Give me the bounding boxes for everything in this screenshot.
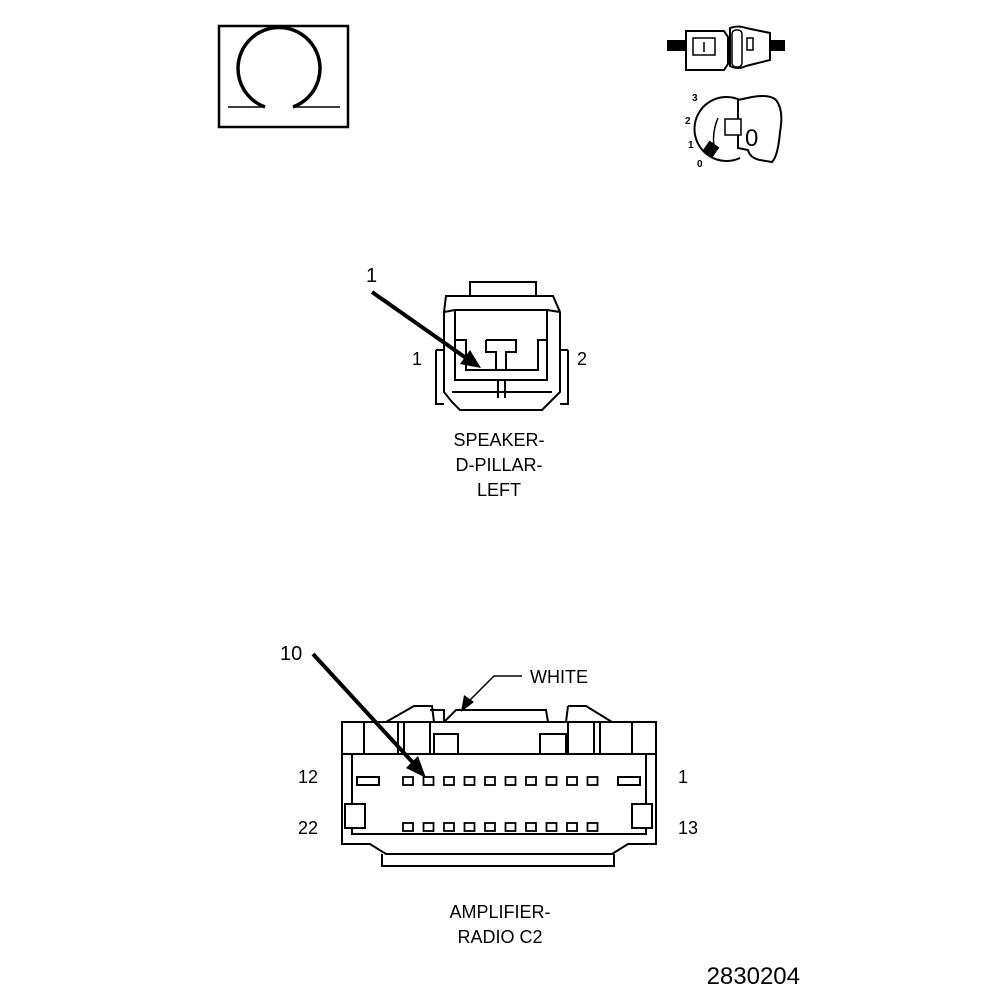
speaker-pin-1-label: 1 [412, 349, 422, 369]
white-label-leader [461, 675, 522, 712]
figure-number: 2830204 [707, 963, 800, 990]
pin-cavity [525, 822, 537, 832]
key-position-3: 3 [692, 93, 698, 104]
pin-cavity [545, 822, 558, 832]
pin-cavity [484, 822, 496, 832]
ignition-key-icon [693, 95, 783, 164]
pin-cavity [402, 776, 414, 786]
pin-cavity [443, 776, 455, 786]
callout-arrow-1 [370, 290, 481, 368]
pin-cavity [566, 822, 578, 832]
speaker-connector [435, 281, 569, 411]
amp-cavity-row-bottom [402, 822, 599, 832]
pin-cavity [422, 776, 435, 786]
amp-pin-13-label: 13 [678, 818, 698, 838]
speaker-title-line-3: LEFT [477, 480, 521, 500]
callout-number-1: 1 [366, 265, 377, 287]
speaker-title-line-1: SPEAKER- [453, 430, 544, 450]
pin-cavity [586, 822, 599, 832]
pin-cavity [443, 822, 455, 832]
connector-disconnect-icon [667, 25, 785, 71]
amp-title-line-2: RADIO C2 [457, 927, 542, 947]
pin-cavity [484, 776, 496, 786]
amp-pin-12-label: 12 [298, 767, 318, 787]
key-position-0: 0 [697, 159, 703, 170]
amp-pin-22-label: 22 [298, 818, 318, 838]
callout-number-10: 10 [280, 643, 302, 665]
pin-cavity [463, 776, 476, 786]
pin-cavity [566, 776, 578, 786]
pin-cavity [504, 776, 517, 786]
speaker-pin-2-label: 2 [577, 349, 587, 369]
pin-cavity [504, 822, 517, 832]
pin-cavity [402, 822, 414, 832]
pin-cavity [422, 822, 435, 832]
pin-cavity [586, 776, 599, 786]
amp-pin-1-label: 1 [678, 767, 688, 787]
key-label: 0 [745, 125, 758, 152]
pin-cavity [545, 776, 558, 786]
speaker-title-line-2: D-PILLAR- [455, 455, 542, 475]
color-label-white: WHITE [530, 667, 588, 687]
pin-cavity [463, 822, 476, 832]
ohmmeter-icon [217, 24, 350, 129]
key-position-2: 2 [685, 116, 691, 127]
callout-arrow-10 [311, 652, 426, 778]
amp-cavity-row-top [402, 776, 599, 786]
amp-title-line-1: AMPLIFIER- [449, 902, 550, 922]
pin-cavity [525, 776, 537, 786]
amplifier-connector [341, 705, 657, 867]
key-position-1: 1 [688, 140, 694, 151]
